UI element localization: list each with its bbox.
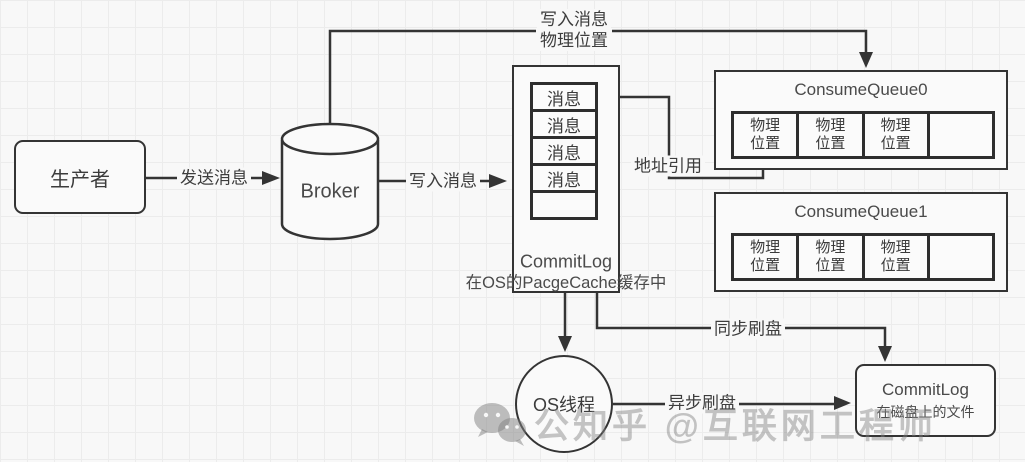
os-thread-circle: OS线程: [515, 355, 613, 453]
arrowhead-send: [262, 171, 280, 185]
commitlog-disk-caption: 在磁盘上的文件: [876, 403, 975, 420]
arrowhead-write-physical: [859, 52, 873, 68]
empty-cell: [930, 236, 992, 278]
edge-label-address-reference: 地址引用: [631, 155, 705, 177]
edge-label-write-message: 写入消息: [406, 170, 480, 192]
physical-position-cell: 物理 位置: [865, 236, 930, 278]
producer-label: 生产者: [50, 168, 110, 191]
arrowhead-to-os-thread: [558, 336, 572, 352]
arrowhead-sync-flush: [878, 346, 892, 362]
message-row: 消息: [530, 136, 598, 166]
physical-position-cell: 物理 位置: [734, 236, 800, 278]
message-row-empty: [530, 190, 598, 220]
edge-label-send-message: 发送消息: [177, 167, 251, 189]
consume-queue-1-row: 物理 位置 物理 位置 物理 位置: [731, 233, 995, 281]
edge-write-physical-line: [328, 29, 868, 123]
arrowhead-write: [489, 174, 507, 188]
edge-label-write-physical-position: 写入消息 物理位置: [537, 9, 611, 51]
physical-position-cell: 物理 位置: [734, 114, 800, 156]
commitlog-cache-title: CommitLog: [519, 251, 613, 272]
commitlog-cache-caption: 在OS的PacgeCache缓存中: [465, 274, 667, 292]
arrowhead-async-flush: [834, 396, 851, 410]
broker-cylinder: [280, 122, 380, 241]
message-row: 消息: [530, 82, 598, 112]
commitlog-disk-title: CommitLog: [882, 379, 969, 399]
message-row: 消息: [530, 109, 598, 139]
edge-address-ref-line: [618, 95, 765, 180]
broker-label: Broker: [300, 180, 360, 203]
consume-queue-1-box: ConsumeQueue1 物理 位置 物理 位置 物理 位置: [714, 192, 1008, 292]
message-row: 消息: [530, 163, 598, 193]
physical-position-cell: 物理 位置: [799, 236, 865, 278]
physical-position-cell: 物理 位置: [865, 114, 930, 156]
consume-queue-0-title: ConsumeQueue0: [794, 80, 928, 99]
empty-cell: [930, 114, 992, 156]
edge-label-async-flush: 异步刷盘: [665, 392, 739, 414]
consume-queue-1-title: ConsumeQueue1: [794, 202, 928, 221]
os-thread-label: OS线程: [532, 395, 595, 415]
commitlog-disk-box: CommitLog 在磁盘上的文件: [855, 364, 996, 437]
producer-box: 生产者: [14, 140, 146, 214]
consume-queue-0-box: ConsumeQueue0 物理 位置 物理 位置 物理 位置: [714, 70, 1008, 170]
consume-queue-0-row: 物理 位置 物理 位置 物理 位置: [731, 111, 995, 159]
message-stack: 消息 消息 消息 消息: [530, 82, 598, 220]
edge-label-sync-flush: 同步刷盘: [711, 318, 785, 340]
physical-position-cell: 物理 位置: [799, 114, 865, 156]
